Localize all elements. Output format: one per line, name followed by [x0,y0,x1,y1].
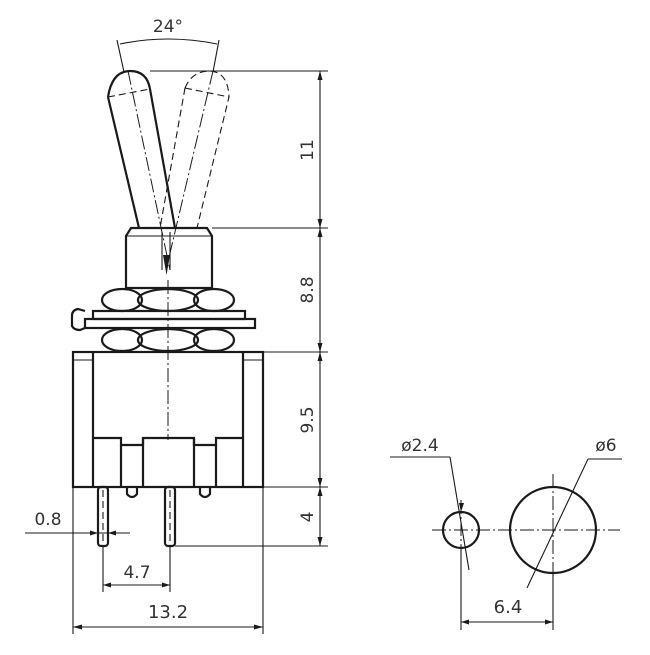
pin-width-label: 0.8 [34,510,61,530]
angle-dimension: 24° [116,17,220,73]
washer-plate [70,307,257,332]
switch-body [71,280,265,499]
pin-width-dimension: 0.8 [25,510,130,536]
pin-pitch-label: 4.7 [123,563,150,583]
pin-pitch-dimension: 4.7 [102,546,171,592]
lever-right-position [159,70,230,271]
body-height-label: 9.5 [298,406,318,433]
pin-length-label: 4 [298,512,318,523]
bushing-height-label: 8.8 [298,276,318,303]
vertical-dimensions: 11 8.8 9.5 4 [150,70,328,547]
lever-height-label: 11 [298,139,318,161]
body-width-dimension: 13.2 [72,487,264,634]
lever-left-position [106,69,177,271]
panel-cutout: ø2.4 ø6 6.4 [390,436,622,630]
bushing [124,226,214,290]
mount-hole-diameter-label: ø6 [595,436,616,456]
hole-spacing-label: 6.4 [494,597,523,618]
pin-hole-diameter-label: ø2.4 [401,436,438,456]
body-width-label: 13.2 [148,602,188,623]
angle-label: 24° [153,17,183,37]
